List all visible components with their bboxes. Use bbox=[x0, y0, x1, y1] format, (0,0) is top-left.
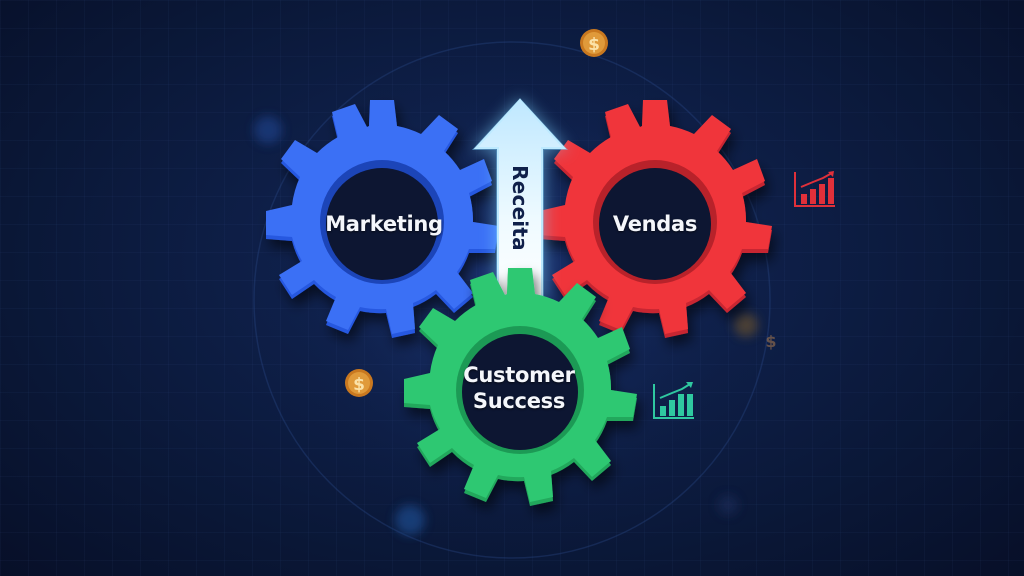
teal-growth-chart-icon bbox=[653, 382, 694, 419]
vendas-gear bbox=[539, 100, 772, 338]
svg-text:$: $ bbox=[765, 332, 776, 351]
marketing-gear bbox=[266, 100, 499, 338]
dollar-coin-icon: $ bbox=[765, 332, 776, 351]
svg-text:$: $ bbox=[353, 375, 365, 395]
vendas-label: Vendas bbox=[612, 211, 698, 237]
customer-success-gear bbox=[404, 268, 637, 506]
marketing-label: Marketing bbox=[325, 211, 443, 237]
marketing-label-text: Marketing bbox=[325, 212, 443, 236]
customer-label-text: Customer bbox=[463, 363, 575, 387]
red-growth-chart-icon bbox=[794, 171, 835, 207]
blurred-coin-icon bbox=[718, 495, 738, 515]
dollar-coin-icon: $ bbox=[580, 29, 608, 57]
blurred-coin-icon bbox=[254, 116, 282, 144]
customer-success-label: Customer Success bbox=[463, 362, 575, 414]
vendas-label-text: Vendas bbox=[612, 212, 698, 236]
orbit-ring bbox=[253, 41, 771, 559]
success-label-text: Success bbox=[472, 389, 566, 413]
receita-label: Receita bbox=[508, 165, 532, 251]
blurred-coin-icon bbox=[395, 505, 425, 535]
svg-text:$: $ bbox=[588, 35, 600, 55]
dollar-coin-icon: $ bbox=[345, 369, 373, 397]
receita-arrow bbox=[472, 98, 568, 300]
blurred-coin-icon bbox=[734, 313, 758, 337]
